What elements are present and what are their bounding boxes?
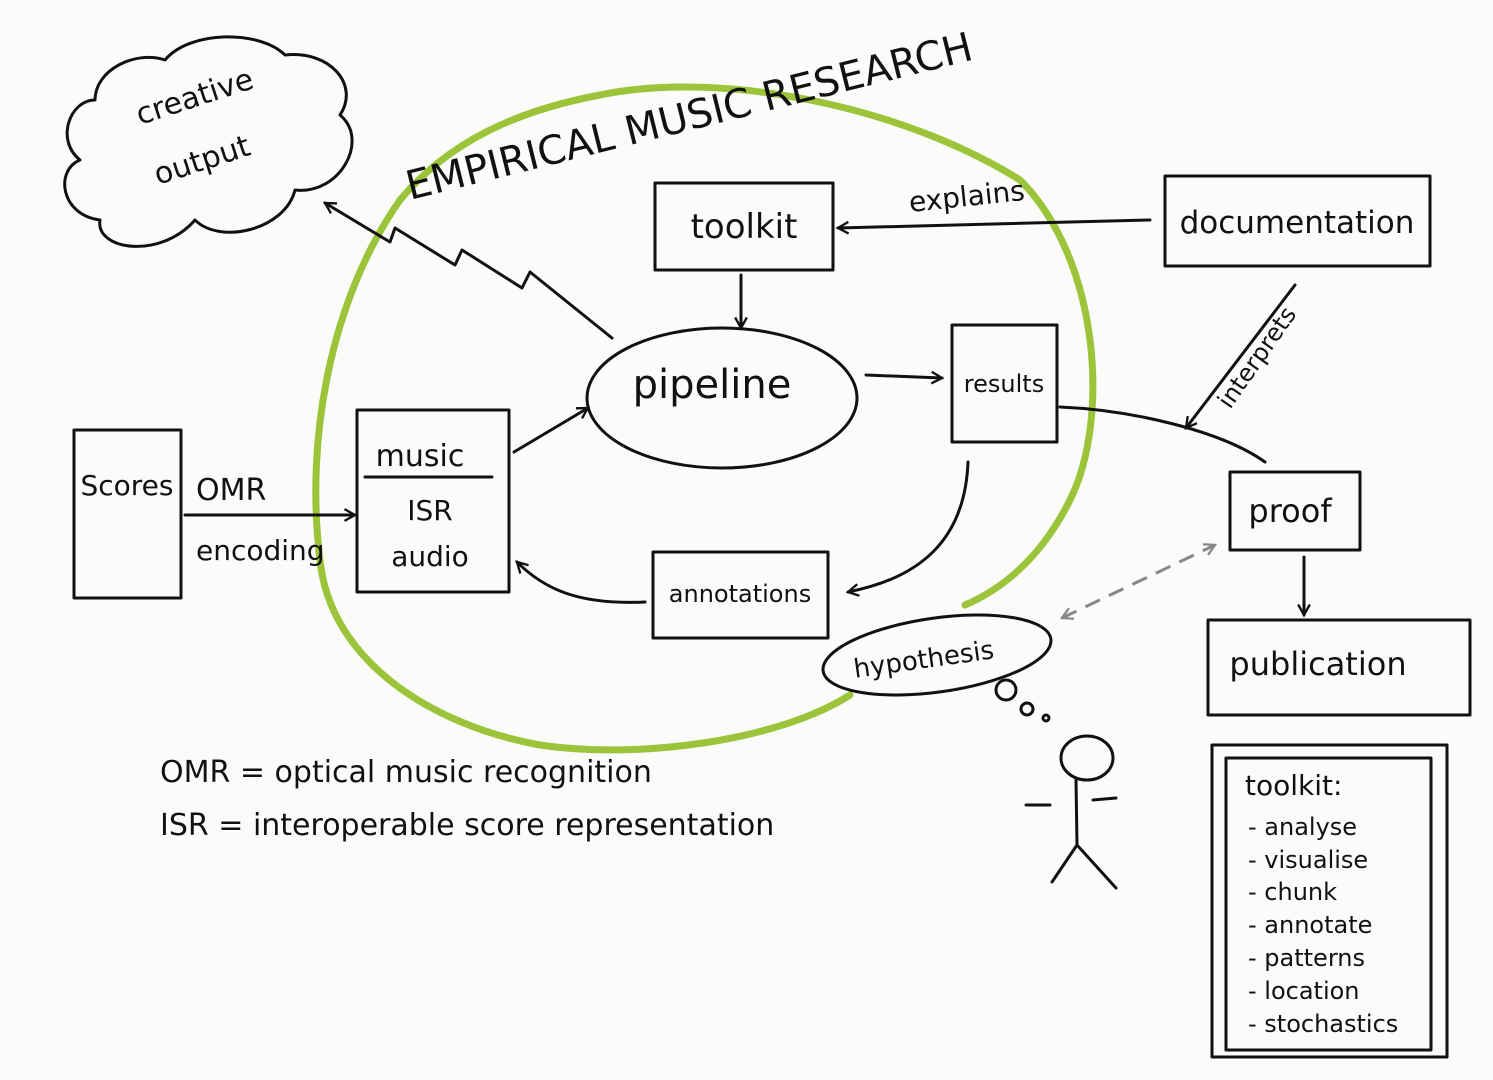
creative-output-node: creative output <box>63 35 354 248</box>
toolkit-list-item: - analyse <box>1248 813 1357 841</box>
legend-omr: OMR = optical music recognition <box>160 755 652 790</box>
figure-legs <box>1050 843 1118 890</box>
annotations-label: annotations <box>669 580 811 608</box>
documentation-label: documentation <box>1180 205 1415 241</box>
creative-output-line2: output <box>150 129 255 193</box>
hypothesis-proof-dashed-arrow <box>1062 545 1215 618</box>
toolkit-label: toolkit <box>691 207 798 247</box>
zigzag-arrow-to-creative-output <box>325 201 614 340</box>
figure-head <box>1059 734 1115 782</box>
annotations-node: annotations <box>651 550 830 640</box>
toolkit-list-item: - stochastics <box>1248 1010 1398 1038</box>
results-to-proof-line <box>1058 405 1267 464</box>
thought-bubbles <box>994 678 1051 723</box>
hypothesis-label: hypothesis <box>852 635 996 684</box>
toolkit-list-item: - patterns <box>1248 944 1365 972</box>
publication-box <box>1206 618 1472 717</box>
figure-body <box>1074 778 1079 847</box>
toolkit-list-heading: toolkit: <box>1245 769 1342 802</box>
pipeline-ellipse <box>585 326 859 470</box>
toolkit-list-item: - location <box>1248 977 1360 1005</box>
interprets-label: interprets <box>1212 301 1302 413</box>
legend: OMR = optical music recognition ISR = in… <box>160 755 774 843</box>
music-label: music <box>376 439 465 474</box>
proof-box <box>1228 470 1362 552</box>
thought-bubble-medium <box>1019 701 1035 717</box>
results-box <box>950 323 1059 444</box>
proof-label: proof <box>1248 492 1332 530</box>
hypothesis-ellipse <box>821 613 1053 697</box>
toolkit-list-panel: toolkit: - analyse - visualise - chunk -… <box>1210 743 1449 1059</box>
research-circle <box>312 83 1097 754</box>
publication-label: publication <box>1229 645 1406 683</box>
audio-label: audio <box>391 540 469 573</box>
pipeline-label: pipeline <box>633 362 792 408</box>
explains-label: explains <box>907 174 1026 219</box>
pipeline-node: pipeline <box>585 326 859 470</box>
researcher-stick-figure <box>1024 734 1118 890</box>
results-node: results <box>950 323 1059 444</box>
toolkit-list-item: - visualise <box>1248 846 1368 874</box>
documentation-node: documentation <box>1163 174 1432 268</box>
interprets-arrow <box>1184 283 1297 428</box>
proof-node: proof <box>1228 470 1362 552</box>
results-label: results <box>964 370 1044 398</box>
cloud-shape <box>63 35 354 248</box>
toolkit-node: toolkit <box>653 181 835 272</box>
music-node: music ISR audio <box>355 408 511 594</box>
isr-label: ISR <box>407 494 453 527</box>
encoding-edge-label: encoding <box>196 534 325 567</box>
results-to-annotations-arrow <box>848 460 970 592</box>
scores-node: Scores <box>72 428 183 600</box>
explains-arrow <box>838 218 1152 228</box>
thought-bubble-large <box>994 678 1018 702</box>
pipeline-to-results-arrow <box>864 375 942 378</box>
publication-node: publication <box>1206 618 1472 717</box>
omr-edge-label: OMR <box>196 473 266 508</box>
toolkit-list-outer-frame <box>1210 743 1449 1059</box>
legend-isr: ISR = interoperable score representation <box>160 808 774 843</box>
scores-box <box>72 428 183 600</box>
annotations-box <box>651 550 830 640</box>
toolkit-box <box>653 181 835 272</box>
annotations-to-music-arrow <box>517 562 647 604</box>
toolkit-list-inner-frame <box>1224 756 1433 1052</box>
music-to-pipeline-arrow <box>512 406 588 454</box>
figure-arms <box>1024 796 1118 807</box>
music-box <box>355 408 511 594</box>
toolkit-list-item: - annotate <box>1248 911 1372 939</box>
creative-output-line1: creative <box>132 62 258 133</box>
hypothesis-node: hypothesis <box>821 613 1053 697</box>
toolkit-list-item: - chunk <box>1248 878 1337 906</box>
documentation-box <box>1163 174 1432 268</box>
scores-label: Scores <box>80 469 173 502</box>
thought-bubble-small <box>1041 713 1051 723</box>
